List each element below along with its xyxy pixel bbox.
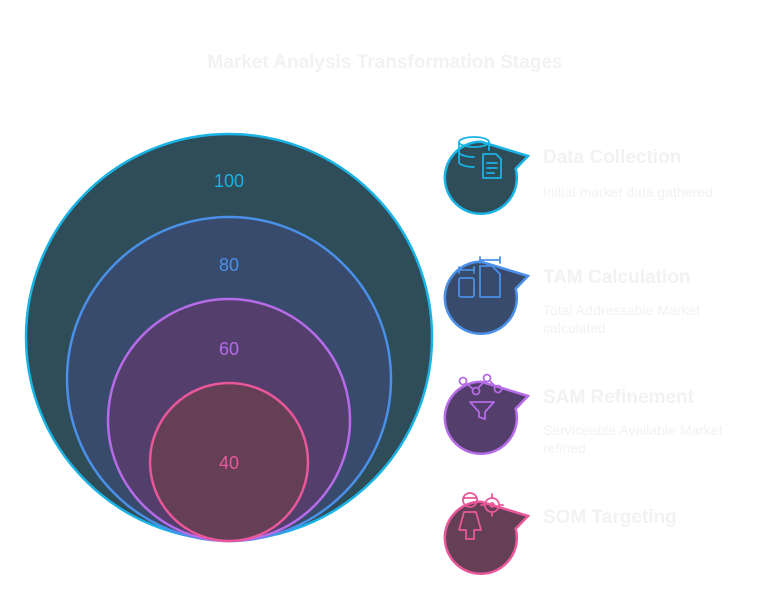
stage-title: Data Collection bbox=[543, 147, 681, 168]
stage-badge bbox=[443, 500, 531, 576]
diagram-title: Market Analysis Transformation Stages bbox=[207, 52, 562, 73]
stage-desc-line: calculated bbox=[543, 320, 606, 336]
stage-desc-line: Initial market data gathered bbox=[543, 184, 713, 200]
stage-title: SAM Refinement bbox=[543, 387, 695, 408]
ring-80-label: 80 bbox=[219, 255, 239, 275]
ring-40-label: 40 bbox=[219, 453, 239, 473]
stage-title: TAM Calculation bbox=[543, 267, 690, 288]
ring-100-label: 100 bbox=[214, 171, 244, 191]
stage-data-collection: Data Collection Initial market data gath… bbox=[443, 136, 713, 216]
nested-circles: 100 80 60 40 bbox=[24, 132, 434, 543]
stage-sam-refinement: SAM Refinement Serviceable Available Mar… bbox=[443, 373, 723, 456]
ring-40: 40 bbox=[148, 381, 310, 543]
size-comparison-icon bbox=[458, 256, 501, 298]
funnel-network-icon bbox=[458, 373, 503, 420]
stage-desc-line: refined bbox=[543, 440, 586, 456]
stage-desc-line: Serviceable Available Market bbox=[543, 422, 723, 438]
ring-60-label: 60 bbox=[219, 339, 239, 359]
person-target-icon bbox=[458, 492, 504, 540]
stage-title: SOM Targeting bbox=[543, 507, 677, 528]
ring-40-circle bbox=[148, 381, 310, 543]
stage-tam-calculation: TAM Calculation Total Addressable Market… bbox=[443, 256, 700, 336]
database-document-icon bbox=[458, 136, 502, 179]
stage-badge bbox=[443, 380, 531, 456]
stage-som-targeting: SOM Targeting bbox=[443, 492, 677, 576]
stage-desc-line: Total Addressable Market bbox=[543, 302, 700, 318]
